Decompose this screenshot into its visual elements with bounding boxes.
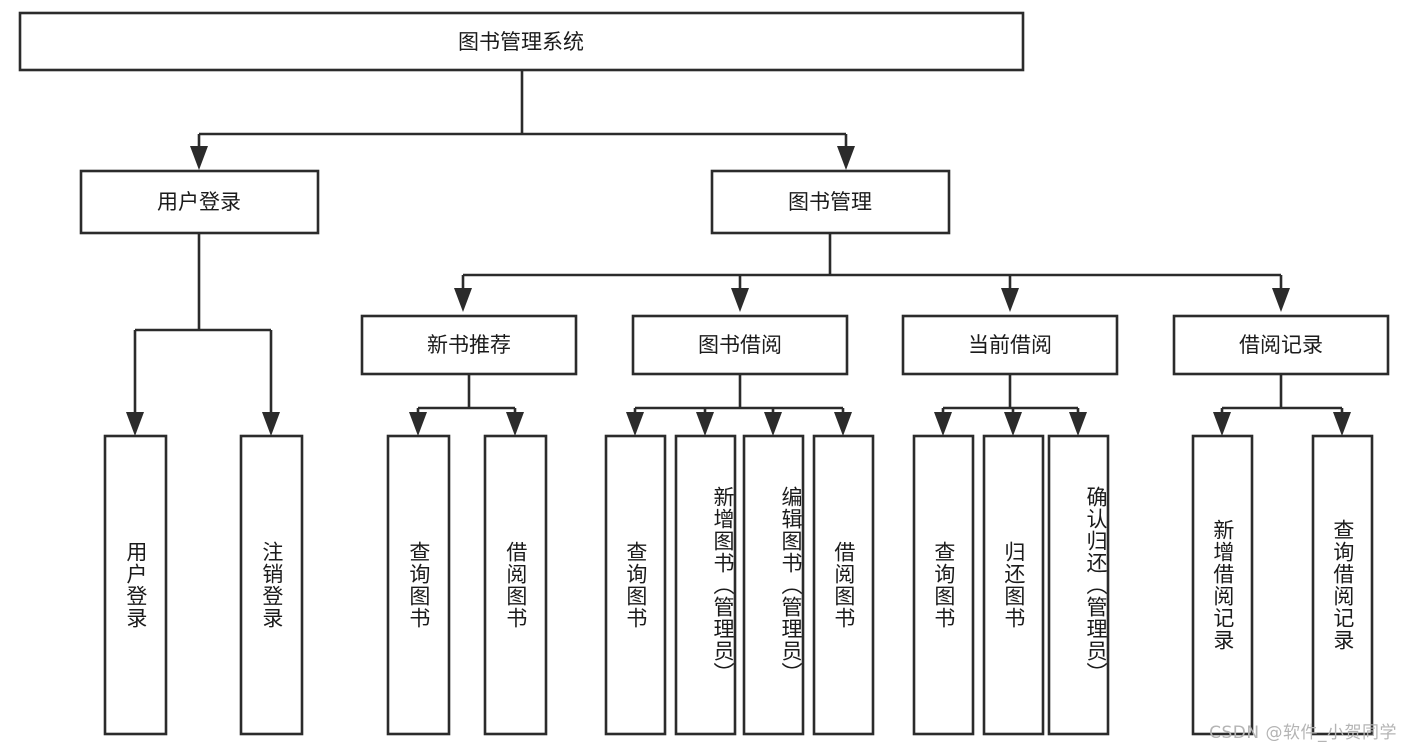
leaf-add-book-box[interactable] xyxy=(674,434,737,736)
arrowhead-leaf-borrow-book-2 xyxy=(834,412,852,436)
connector-current-borrow-to-leaves xyxy=(941,374,1080,412)
leaf-query-book-1-box[interactable] xyxy=(386,434,451,736)
leaf-borrow-book-2-box[interactable] xyxy=(812,434,875,736)
leaf-confirm-return-box[interactable] xyxy=(1047,434,1110,736)
node-user-login-box[interactable] xyxy=(79,169,320,235)
node-new-book-recommend-box[interactable] xyxy=(360,314,578,376)
arrowhead-leaf-query-book-1 xyxy=(409,412,427,436)
connector-root-to-level2 xyxy=(197,70,848,146)
node-book-management-box[interactable] xyxy=(710,169,951,235)
arrowhead-to-borrow-record xyxy=(1272,288,1290,312)
leaf-edit-book-box[interactable] xyxy=(742,434,805,736)
node-book-borrow-box[interactable] xyxy=(631,314,849,376)
arrowhead-leaf-add-book xyxy=(696,412,714,436)
arrowhead-to-new-book-recommend xyxy=(454,288,472,312)
arrowhead-leaf-borrow-book-1 xyxy=(506,412,524,436)
arrowhead-leaf-return-book xyxy=(1004,412,1022,436)
node-new-book-recommend-label: 新书推荐 xyxy=(427,333,511,357)
node-borrow-record-label: 借阅记录 xyxy=(1239,333,1323,357)
arrowhead-leaf-add-record xyxy=(1213,412,1231,436)
connector-user-login-to-leaves xyxy=(133,233,273,412)
leaf-query-book-3-box[interactable] xyxy=(912,434,975,736)
connector-borrow-record-to-leaves xyxy=(1220,374,1344,412)
arrowhead-leaf-query-book-2 xyxy=(626,412,644,436)
connector-new-book-recommend-to-leaves xyxy=(416,374,517,412)
leaf-user-login-box[interactable] xyxy=(103,434,168,736)
node-borrow-record-box[interactable] xyxy=(1172,314,1390,376)
leaf-add-record-box[interactable] xyxy=(1191,434,1254,736)
arrowhead-leaf-edit-book xyxy=(764,412,782,436)
watermark-text: CSDN @软件_小贺同学 xyxy=(1209,723,1397,743)
connector-book-management-to-level3 xyxy=(461,233,1283,288)
arrowhead-to-user-login xyxy=(190,146,208,170)
node-root-box[interactable] xyxy=(18,11,1025,72)
arrowhead-leaf-confirm-return xyxy=(1069,412,1087,436)
node-current-borrow-box[interactable] xyxy=(901,314,1119,376)
arrowhead-to-book-management xyxy=(837,146,855,170)
leaf-user-logout-box[interactable] xyxy=(239,434,304,736)
arrowhead-leaf-user-logout xyxy=(262,412,280,436)
connector-book-borrow-to-leaves xyxy=(633,374,845,412)
node-user-login-label: 用户登录 xyxy=(157,190,241,214)
node-book-management-label: 图书管理 xyxy=(788,190,872,214)
leaf-query-record-box[interactable] xyxy=(1311,434,1374,736)
arrowhead-leaf-query-record xyxy=(1333,412,1351,436)
arrowhead-to-book-borrow xyxy=(731,288,749,312)
leaf-query-book-2-box[interactable] xyxy=(604,434,667,736)
arrowhead-to-current-borrow xyxy=(1001,288,1019,312)
node-root-label: 图书管理系统 xyxy=(458,30,584,54)
node-book-borrow-label: 图书借阅 xyxy=(698,333,782,357)
arrowhead-leaf-query-book-3 xyxy=(934,412,952,436)
node-current-borrow-label: 当前借阅 xyxy=(968,333,1052,357)
arrowhead-leaf-user-login xyxy=(126,412,144,436)
leaf-return-book-box[interactable] xyxy=(982,434,1045,736)
leaf-borrow-book-1-box[interactable] xyxy=(483,434,548,736)
